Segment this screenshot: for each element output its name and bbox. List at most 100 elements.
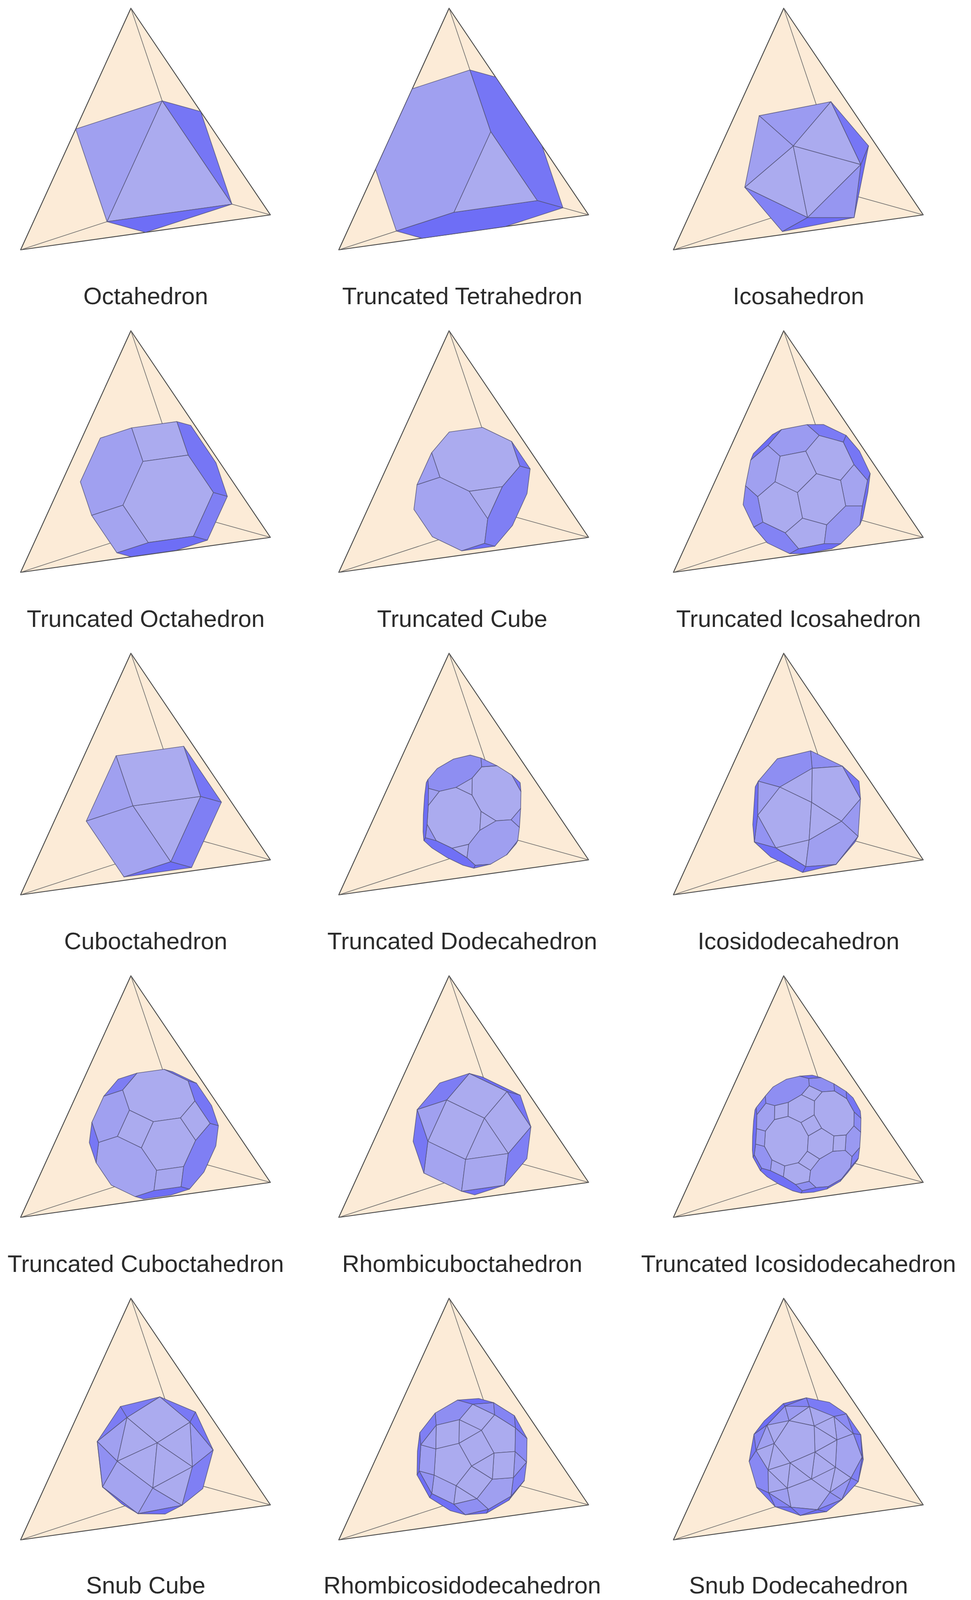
polyhedron-face	[467, 819, 520, 866]
polyhedron-face	[810, 750, 843, 769]
polyhedron-face	[91, 1089, 130, 1143]
solid-name: Truncated Tetrahedron	[342, 282, 583, 310]
polyhedron-face	[797, 473, 846, 525]
polyhedron-face	[97, 1441, 103, 1487]
polyhedron-face	[423, 779, 429, 841]
polyhedron-face	[472, 1402, 495, 1415]
tetrahedron-face	[20, 1298, 271, 1540]
polyhedron-face	[833, 1083, 847, 1099]
polyhedron-face	[809, 1406, 834, 1426]
polyhedron-face	[745, 445, 781, 497]
tetrahedron-face	[673, 653, 924, 895]
polyhedron-face	[826, 1178, 842, 1189]
polyhedron-face	[102, 1486, 138, 1514]
polyhedron-face	[756, 1487, 776, 1507]
solid-name: Truncated Octahedron	[26, 605, 265, 632]
polyhedron-face	[469, 1073, 521, 1096]
label-cell: Truncated Cuboctahedron	[7, 1250, 285, 1277]
polyhedron-face	[799, 1075, 821, 1079]
tetrahedron-panel	[338, 1298, 589, 1540]
tetrahedron-panel	[20, 653, 271, 895]
tetrahedron-face	[20, 330, 271, 573]
polyhedron-face	[428, 788, 440, 806]
polyhedron-face	[757, 781, 781, 816]
polyhedron-face	[481, 758, 498, 767]
solid-name: Truncated Icosahedron	[676, 605, 921, 632]
polyhedron-face	[419, 1444, 436, 1475]
polyhedron-face	[461, 1153, 509, 1192]
polyhedron-face	[845, 1125, 861, 1157]
polyhedron-face	[492, 1451, 515, 1479]
tetrahedron-face	[338, 330, 589, 573]
polyhedron-face	[754, 1143, 772, 1171]
polyhedron-face	[95, 1136, 157, 1197]
polyhedron-face	[807, 424, 847, 442]
tetrahedron-panel	[20, 330, 271, 573]
tetrahedron-panel	[673, 653, 924, 895]
solid-name: Snub Cube	[86, 1571, 206, 1599]
polyhedron-face	[132, 796, 201, 862]
polyhedron-face	[416, 1470, 432, 1498]
polyhedron-face	[514, 1415, 528, 1439]
polyhedron-face	[809, 802, 842, 840]
tetrahedron-face	[673, 1298, 924, 1540]
solid-name: Snub Dodecahedron	[689, 1571, 909, 1599]
tetrahedron-panel	[20, 1298, 271, 1540]
label-cell: Truncated Icosidodecahedron	[640, 1250, 956, 1277]
polyhedron-face	[840, 1158, 859, 1182]
polyhedron-face	[774, 1102, 789, 1120]
tetrahedron-edge	[193, 1483, 271, 1505]
polyhedron-face	[465, 1117, 509, 1160]
polyhedron-face	[486, 1496, 512, 1514]
tetrahedron-edge	[511, 516, 589, 538]
polyhedron-face	[811, 1452, 836, 1480]
polyhedron-face	[473, 863, 491, 869]
polyhedron-face	[831, 101, 869, 165]
tetrahedron-panel	[338, 975, 589, 1218]
tetrahedron-panel	[338, 653, 589, 895]
label-cell: Truncated Cube	[377, 605, 548, 632]
polyhedron-face	[782, 217, 855, 232]
tetrahedron-panel	[338, 8, 589, 250]
polyhedron-face	[506, 840, 518, 855]
tetrahedron-edge	[846, 1161, 924, 1183]
polyhedron-face	[504, 1127, 531, 1186]
tetrahedron-face	[20, 975, 271, 1218]
polyhedron-face	[860, 1434, 864, 1460]
polyhedron-face	[851, 1457, 863, 1482]
label-cell: Icosidodecahedron	[697, 927, 900, 955]
polyhedron-face	[493, 1402, 516, 1428]
tetrahedron-panel	[673, 975, 924, 1218]
polyhedron-face	[760, 1168, 803, 1193]
tetrahedron-panel	[673, 8, 924, 250]
polyhedron-face	[807, 1128, 834, 1160]
tetrahedron-face	[673, 330, 924, 573]
label-cell: Truncated Tetrahedron	[342, 282, 583, 310]
polyhedron-face	[479, 811, 496, 831]
polyhedron-face	[814, 1425, 837, 1452]
polyhedron-face	[754, 1425, 767, 1451]
polyhedron-face	[801, 1186, 829, 1194]
tetrahedron-edge	[193, 838, 271, 860]
tetrahedron-panel	[338, 330, 589, 573]
polyhedron-face	[835, 836, 859, 865]
polyhedron-face	[508, 1480, 524, 1501]
polyhedron-face	[457, 1398, 494, 1405]
polyhedron-face	[832, 1134, 846, 1151]
label-cell: Octahedron	[83, 282, 208, 310]
polyhedron-face	[413, 1109, 429, 1174]
label-cell: Snub Dodecahedron	[689, 1571, 909, 1599]
tetrahedron-face	[673, 8, 924, 250]
tetrahedron-panel	[20, 975, 271, 1218]
tetrahedron-face	[338, 975, 589, 1218]
polyhedron-face	[754, 841, 806, 873]
tetrahedron-face	[673, 975, 924, 1218]
solid-name: Truncated Cuboctahedron	[7, 1250, 285, 1277]
polyhedron-face	[768, 1443, 791, 1470]
polyhedron-face	[89, 1122, 99, 1163]
polyhedron-face	[103, 1073, 138, 1097]
tetrahedron-edge	[511, 1161, 589, 1183]
solid-name: Truncated Dodecahedron	[327, 927, 598, 955]
